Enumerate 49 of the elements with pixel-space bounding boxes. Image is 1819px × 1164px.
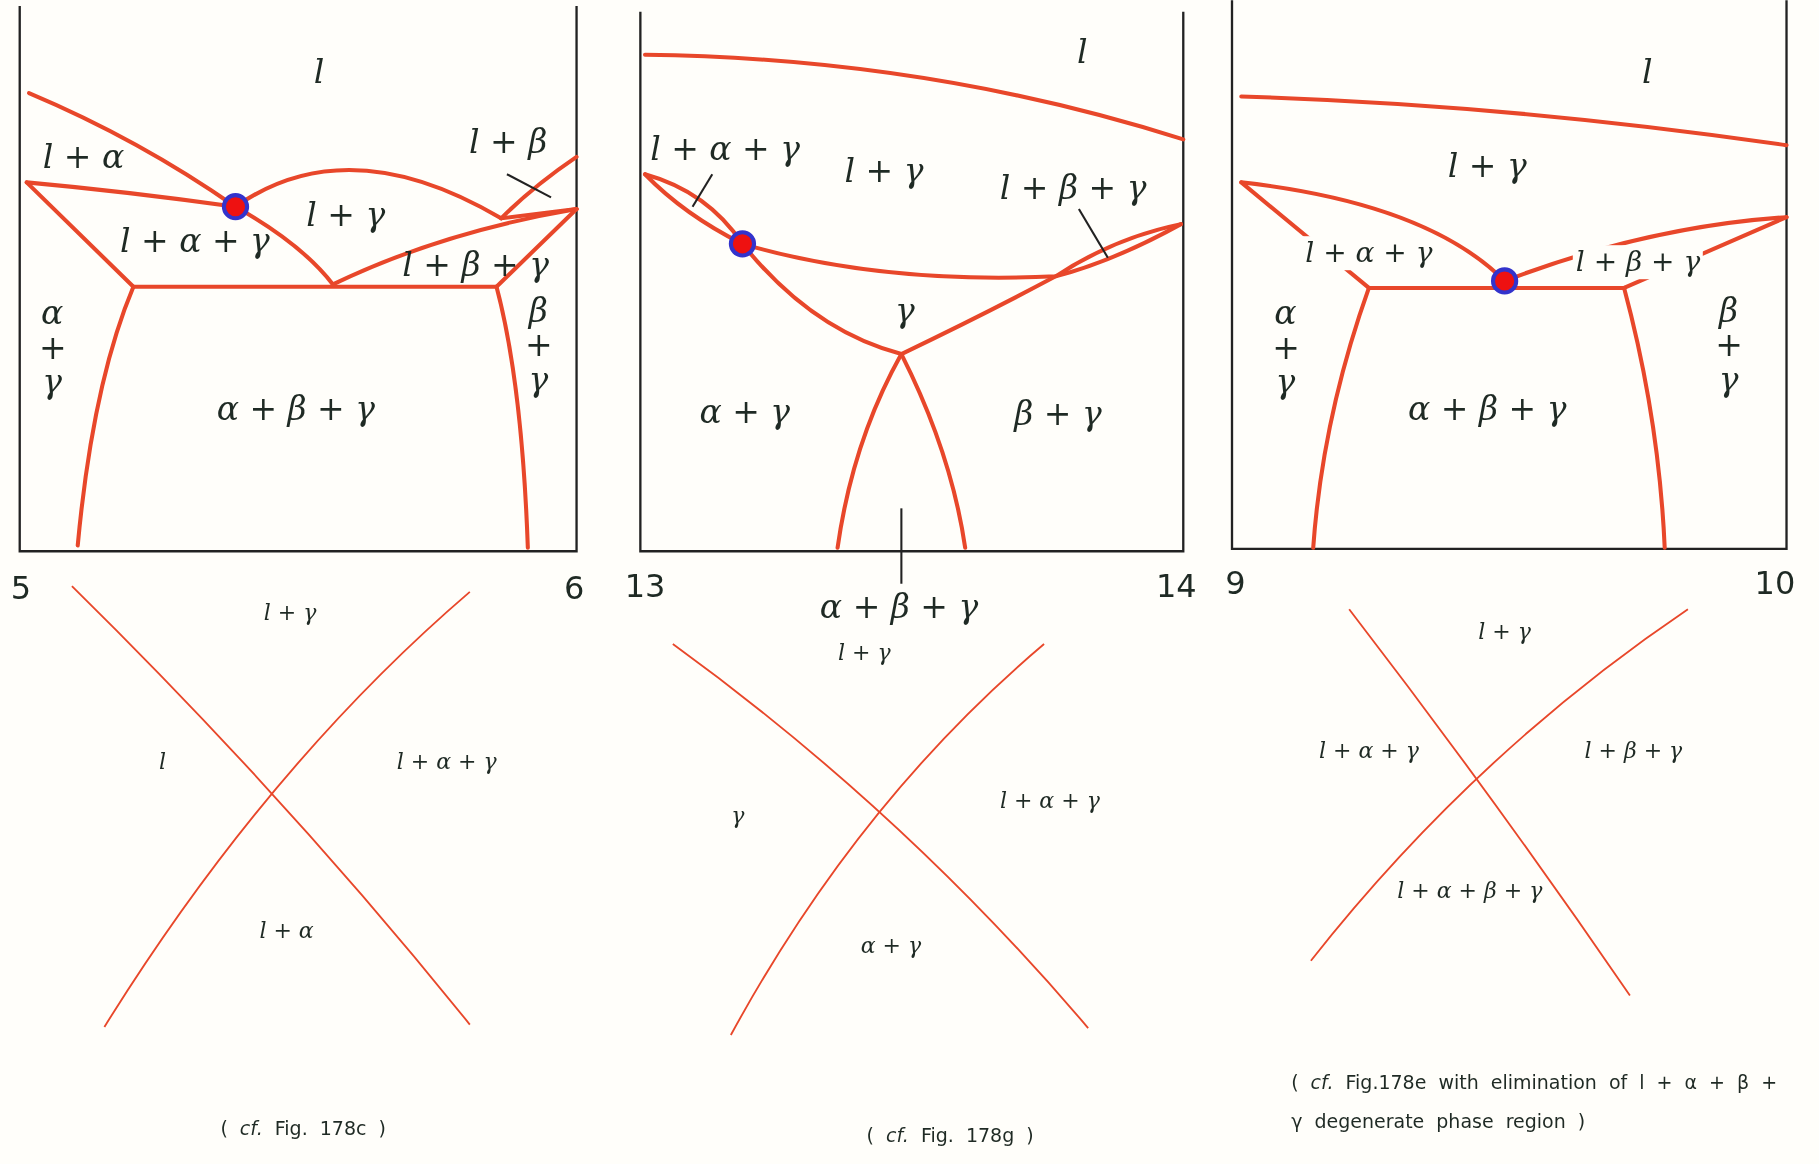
leader-line [506, 173, 552, 199]
phase-region-label: l + γ [1478, 619, 1531, 646]
phase-region-label: l + β + γ [999, 168, 1147, 208]
phase-region-label: γ [895, 291, 915, 331]
phase-region-label: l [1077, 32, 1088, 72]
axis-end-label: 10 [1754, 563, 1796, 602]
phase-region-label: l + α + γ [650, 128, 800, 169]
phase-region-label: l + α + γ [120, 221, 270, 262]
axis-end-label: 14 [1155, 566, 1197, 606]
phase-region-label: α + γ [860, 932, 922, 959]
phase-region-label: l + γ [837, 640, 891, 667]
phase-region-label: l + α + γ [1318, 737, 1419, 765]
phase-region-label: l + γ [263, 599, 317, 626]
phase-region-label: l + β + γ [1584, 737, 1683, 765]
phase-region-label: l + β + γ [1572, 245, 1704, 280]
phase-region-label: l + γ [844, 150, 924, 191]
figure-caption: ( cf. Fig. 178c ) [220, 1115, 387, 1141]
phase-region-label: l + γ [1447, 146, 1527, 186]
axis-end-label: 5 [10, 569, 32, 608]
phase-region-label: l + β [469, 121, 548, 162]
figure-caption: ( cf. Fig. 178g ) [866, 1122, 1035, 1148]
figure-caption: ( cf. Fig.178e with elimination of l + α + β + γ degenerate phase region ) [1291, 1070, 1779, 1135]
phase-region-label: l + α + γ [396, 749, 497, 776]
phase-region-label: l [313, 52, 325, 92]
phase-region-label: l [158, 749, 166, 776]
phase-region-label: l + α + β + γ [1397, 878, 1543, 905]
phase-region-label: β + γ [1715, 293, 1742, 398]
phase-region-label: β + γ [525, 293, 552, 398]
leader-line [900, 508, 903, 584]
phase-region-label: l + β + γ [402, 244, 549, 285]
phase-region-label: γ [731, 802, 745, 830]
leader-line [1077, 208, 1109, 259]
phase-region-label: α + γ [1272, 296, 1299, 401]
phase-region-label: l + α [259, 917, 314, 944]
phase-region-label: α + β + γ [216, 388, 375, 429]
phase-region-label: α + β + γ [819, 587, 979, 627]
phase-region-label: α + β + γ [1408, 388, 1567, 429]
phase-region-label: α + γ [39, 296, 66, 401]
axis-end-label: 6 [564, 569, 585, 608]
phase-region-label: l [1642, 52, 1653, 92]
phase-region-label: l + α [42, 136, 125, 177]
phase-region-label: α + γ [699, 392, 791, 432]
phase-region-label: l + α + γ [1302, 236, 1436, 270]
phase-region-label: l + γ [306, 194, 386, 235]
axis-end-label: 9 [1225, 563, 1246, 602]
leader-line [691, 173, 714, 208]
phase-region-label: l + α + γ [999, 787, 1100, 814]
phase-region-label: β + γ [1014, 394, 1102, 435]
axis-end-label: 13 [624, 566, 666, 606]
